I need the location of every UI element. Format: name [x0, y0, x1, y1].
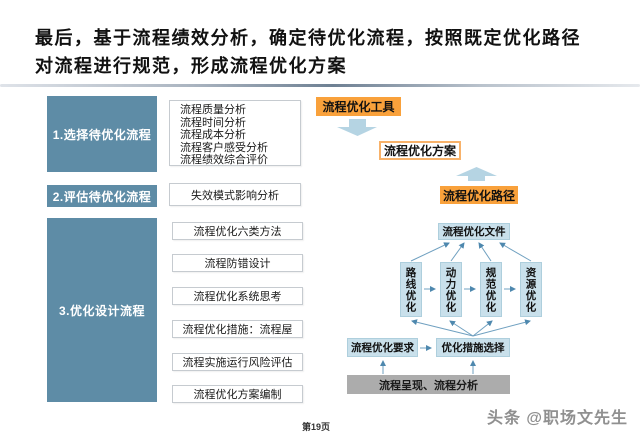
- block-arrow-down-icon: [337, 119, 377, 136]
- vertical-box-standard: 规范优化: [480, 262, 502, 317]
- evaluate-box: 失效模式影响分析: [169, 183, 301, 206]
- analysis-item: 流程时间分析: [180, 116, 246, 129]
- tools-label-box: 流程优化工具: [316, 97, 401, 116]
- design-method-box: 流程优化措施：流程屋: [172, 320, 303, 338]
- step-box-2: 2.评估待优化流程: [47, 185, 157, 207]
- design-method-box: 流程优化方案编制: [172, 385, 303, 403]
- requirement-box: 流程优化要求: [347, 338, 418, 357]
- slide-title-line-1: 最后，基于流程绩效分析，确定待优化流程，按照既定优化路径: [35, 28, 581, 48]
- plan-box: 流程优化方案: [379, 141, 461, 160]
- file-box: 流程优化文件: [438, 223, 510, 240]
- analysis-item: 流程成本分析: [180, 129, 246, 142]
- step-box-1: 1.选择待优化流程: [47, 96, 157, 172]
- analysis-item: 流程绩效综合评价: [180, 154, 268, 167]
- slide-title-line-2: 对流程进行规范，形成流程优化方案: [35, 56, 347, 76]
- presentation-analysis-box: 流程呈现、流程分析: [347, 375, 510, 394]
- watermark: 头条 @职场文先生: [486, 410, 628, 427]
- block-arrow-up-icon: [456, 167, 497, 181]
- title-divider: [0, 84, 640, 87]
- design-method-box: 流程优化系统思考: [172, 287, 303, 305]
- vertical-box-resource: 资源优化: [520, 262, 542, 317]
- vertical-box-power: 动力优化: [440, 262, 462, 317]
- design-method-box: 流程防错设计: [172, 254, 303, 272]
- slide-title: 最后，基于流程绩效分析，确定待优化流程，按照既定优化路径 对流程进行规范，形成流…: [35, 24, 635, 80]
- path-label-box: 流程优化路径: [440, 186, 518, 204]
- design-method-box: 流程优化六类方法: [172, 222, 303, 240]
- analysis-item: 流程客户感受分析: [180, 141, 268, 154]
- design-method-box: 流程实施运行风险评估: [172, 353, 303, 371]
- analysis-item: 流程质量分析: [180, 104, 246, 116]
- measures-box: 优化措施选择: [436, 338, 510, 357]
- vertical-box-route: 路线优化: [400, 262, 422, 317]
- step-box-3: 3.优化设计流程: [47, 218, 157, 402]
- page-number: 第19页: [301, 422, 330, 432]
- analysis-list-box: 流程质量分析 流程时间分析 流程成本分析 流程客户感受分析 流程绩效综合评价: [169, 100, 301, 166]
